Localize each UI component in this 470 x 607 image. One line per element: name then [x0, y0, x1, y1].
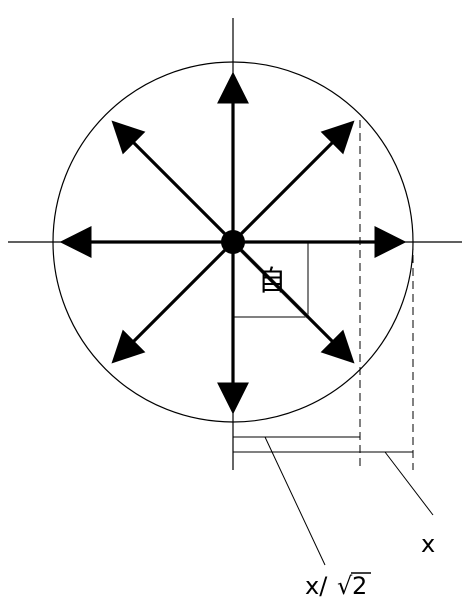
arrow-se: [231, 240, 355, 364]
leader-x-over-root2: [264, 436, 326, 566]
label-x: x: [421, 530, 435, 558]
svg-text:√: √: [337, 572, 353, 600]
svg-text:2: 2: [352, 572, 367, 600]
svg-text:x/: x/: [305, 572, 328, 600]
leader-x: [384, 451, 434, 516]
direction-arrows: [59, 71, 407, 415]
center-dot: [221, 230, 245, 254]
arrow-nw: [111, 120, 235, 244]
arrow-sw: [111, 240, 235, 364]
arrow-ne: [231, 120, 355, 244]
label-x-over-root2: x/ √ 2: [305, 572, 371, 600]
